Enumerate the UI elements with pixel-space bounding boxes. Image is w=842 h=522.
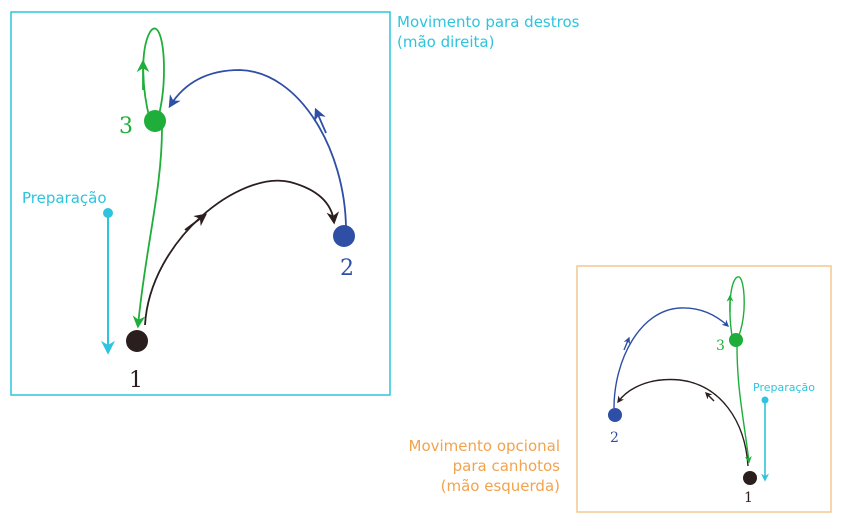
right-caption-line-2: (mão direita): [397, 33, 495, 51]
left-arc-3-to-1: [736, 345, 752, 464]
right-arc-1-arrow: [184, 213, 208, 231]
right-caption-line-1: Movimento para destros: [397, 13, 580, 31]
right-loop-3: [142, 27, 165, 121]
right-handed-panel: Preparação 1 2 3: [10, 11, 391, 396]
left-beat-3-label: 3: [716, 338, 725, 354]
left-panel-frame: [576, 265, 832, 513]
left-beat-3-dot: [729, 333, 743, 347]
right-beat-3-dot: [144, 110, 166, 132]
right-arc-2-arrow: [314, 107, 327, 134]
left-arc-2-arrow: [623, 336, 631, 351]
right-arc-1-to-2: [144, 179, 340, 326]
left-beat-1-label: 1: [744, 490, 753, 506]
right-beat-2-dot: [333, 225, 355, 247]
right-prep-label: Preparação: [22, 189, 107, 207]
left-caption-line-2: para canhotos: [452, 457, 560, 475]
left-beat-2-label: 2: [610, 430, 619, 446]
right-arc-3-to-1: [132, 127, 163, 329]
left-handed-caption: Movimento opcional para canhotos (mão es…: [409, 436, 561, 496]
right-beat-2-label: 2: [340, 256, 354, 281]
right-beat-1-dot: [126, 330, 148, 352]
right-beat-3-label: 3: [119, 114, 133, 139]
left-loop-3: [729, 276, 745, 339]
right-prep-dot: [103, 208, 113, 218]
left-arc-1-arrow: [705, 392, 715, 402]
left-handed-panel: Preparação 1 2 3: [576, 265, 832, 513]
left-beat-1-dot: [743, 471, 757, 485]
left-arc-2-to-3: [613, 307, 730, 409]
left-beat-2-dot: [608, 408, 622, 422]
right-beat-1-label: 1: [129, 368, 143, 393]
left-caption-line-3: (mão esquerda): [440, 477, 560, 495]
right-panel-frame: [10, 11, 391, 396]
left-caption-line-1: Movimento opcional: [408, 437, 561, 455]
left-arc-1-to-2: [617, 378, 749, 467]
left-prep-label: Preparação: [753, 381, 815, 394]
left-prep-dot: [761, 396, 769, 404]
right-arc-2-to-3: [168, 69, 347, 229]
right-handed-caption: Movimento para destros (mão direita): [397, 12, 579, 52]
